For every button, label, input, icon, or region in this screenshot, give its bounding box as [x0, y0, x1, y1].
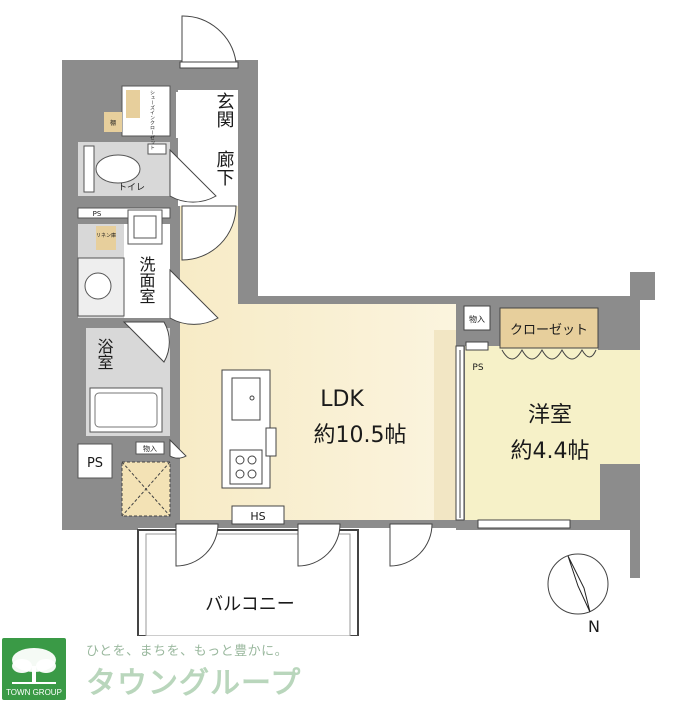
western-name: 洋室 [528, 403, 572, 428]
storage-right-box [463, 305, 491, 331]
compass-north: N [588, 617, 600, 636]
footer-branding: TOWN GROUP ひとを、まちを、もっと豊かに。 タウングループ [0, 636, 700, 701]
tree-icon [12, 648, 56, 684]
storage-left-box [135, 441, 165, 455]
toilet-bowl [95, 154, 141, 184]
ldk-floor [180, 206, 456, 520]
closet-doors[interactable] [501, 348, 597, 360]
sink-drain [249, 395, 255, 401]
western-floor [465, 346, 640, 520]
brand-logo: TOWN GROUP [2, 638, 66, 700]
corridor-door[interactable] [181, 205, 237, 261]
storage-left-label: 物入 [143, 444, 157, 453]
western-area: 約4.4帖 [511, 439, 590, 464]
toilet-sink [147, 143, 167, 155]
ldk-window-strip [434, 330, 456, 520]
entrance-floor [176, 92, 238, 138]
shoe-shelf [126, 90, 140, 118]
bathroom-label: 浴室 [95, 338, 114, 370]
ps-right-label: PS [472, 363, 483, 373]
hs-label: HS [250, 510, 265, 523]
bathtub [89, 387, 163, 433]
ps-left-label: PS [87, 456, 103, 471]
floor-plan: LDK 約10.5帖 洋室 約4.4帖 玄関 廊下 洗面室 浴室 トイレ バルコ… [62, 15, 655, 636]
ps-small-label: PS [93, 210, 102, 218]
shoe-closet-label: シューズインクローゼット [149, 90, 155, 150]
washing-machine [127, 209, 163, 245]
corridor-label: 廊下 [214, 150, 235, 186]
burner-1 [235, 455, 245, 465]
washroom-door[interactable] [169, 268, 219, 325]
fridge-space [265, 427, 277, 457]
ps-left-box [77, 443, 113, 479]
ps-small-box [77, 207, 171, 219]
closet-label: クローゼット [510, 323, 588, 338]
burner-2 [247, 455, 257, 465]
stove [229, 449, 263, 485]
shoe-box [104, 112, 122, 132]
bathroom-door[interactable] [122, 321, 170, 363]
shoe-box-label: 棚 [110, 119, 116, 127]
burner-4 [247, 469, 257, 479]
western-window [477, 519, 571, 529]
ps-right-box [465, 341, 489, 351]
closet [499, 307, 599, 349]
linen-box [96, 226, 116, 250]
ldk-area: 約10.5帖 [314, 423, 407, 448]
ldk-name: LDK [320, 387, 364, 412]
toilet-tank [83, 145, 95, 193]
vanity-basin [84, 272, 112, 300]
balcony-door-2[interactable] [297, 523, 341, 567]
toilet-label: トイレ [118, 183, 145, 193]
storage-right-label: 物入 [469, 314, 485, 324]
storage-door[interactable] [169, 438, 187, 459]
entry-door-panel [179, 61, 239, 69]
brand-name: タウングループ [86, 666, 302, 701]
entrance-label: 玄関 [214, 92, 235, 128]
washing-machine-inner [133, 215, 157, 239]
balcony-door-1[interactable] [175, 523, 219, 567]
kitchen-sink [231, 377, 261, 421]
linen-label: リネン庫 [96, 232, 116, 239]
balcony-door-3[interactable] [389, 523, 433, 567]
tagline: ひとを、まちを、もっと豊かに。 [86, 644, 289, 659]
bathtub-inner [94, 392, 158, 428]
balcony-label: バルコニー [205, 594, 295, 615]
washroom-label: 洗面室 [137, 256, 156, 304]
toilet-door[interactable] [169, 148, 217, 203]
shaft-x2 [121, 461, 171, 517]
compass-needle-light [567, 555, 591, 613]
entry-door[interactable] [181, 15, 237, 63]
logo-text: TOWN GROUP [6, 688, 62, 697]
burner-3 [235, 469, 245, 479]
hs-box [231, 505, 285, 525]
